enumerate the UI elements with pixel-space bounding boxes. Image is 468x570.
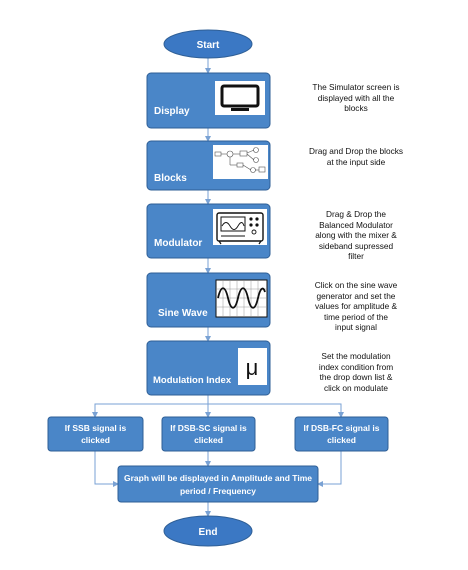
note-display-line: blocks [344, 103, 368, 114]
arrow-ssb-graph [94, 451, 119, 487]
mu-glyph: μ [246, 355, 259, 380]
note-modulation-index: Set the modulation index condition from … [300, 351, 412, 393]
block-diagram-icon [213, 145, 268, 179]
connectors [92, 58, 344, 517]
modulation-index-label: Modulation Index [153, 375, 232, 386]
start-label: Start [197, 40, 220, 51]
end-node: End [163, 515, 253, 547]
dsb-fc-label-line2: clicked [327, 435, 356, 445]
note-modulation-index-line: click on modulate [323, 382, 389, 393]
note-blocks-line: Drag and Drop the blocks [308, 146, 404, 156]
note-modulation-index-line: the drop down list & [319, 372, 393, 383]
sine-wave-icon [215, 279, 268, 318]
note-blocks: Drag and Drop the blocks at the input si… [300, 146, 412, 167]
note-modulator: Drag & Drop the Balanced Modulator along… [300, 209, 412, 262]
oscilloscope-icon [213, 209, 267, 245]
blocks-node: Blocks [146, 140, 271, 191]
graph-node: Graph will be displayed in Amplitude and… [117, 465, 319, 503]
sine-wave-node: Sine Wave [146, 272, 271, 328]
note-sine-wave: Click on the sine wave generator and set… [300, 280, 412, 333]
sine-wave-label: Sine Wave [158, 308, 208, 319]
monitor-icon [215, 81, 265, 115]
note-modulator-line: along with the mixer & [315, 230, 397, 241]
note-modulator-line: Drag & Drop the [326, 209, 386, 219]
note-modulation-index-line: Set the modulation [321, 351, 391, 361]
blocks-label: Blocks [154, 173, 187, 184]
note-sine-wave-line: time period of the [323, 311, 389, 322]
note-modulator-line: filter [348, 251, 364, 262]
ssb-label-line1: If SSB signal is [65, 423, 127, 433]
graph-label-line2: period / Frequency [180, 486, 256, 496]
dsb-fc-node: If DSB-FC signal is clicked [294, 416, 389, 452]
note-sine-wave-line: Click on the sine wave [314, 280, 398, 290]
dsb-sc-label-line2: clicked [194, 435, 223, 445]
note-sine-wave-line: values for amplitude & [314, 301, 398, 312]
dsb-fc-label-line1: If DSB-FC signal is [303, 423, 379, 433]
modulation-index-node: Modulation Index μ [146, 340, 271, 396]
note-sine-wave-line: generator and set the [316, 290, 396, 301]
note-display-line: The Simulator screen is [312, 82, 400, 92]
arrow-modindex-dsbfc [208, 403, 344, 418]
display-node: Display [146, 72, 271, 129]
note-modulator-line: Balanced Modulator [319, 219, 393, 230]
arrow-modindex-ssb [92, 403, 208, 418]
note-blocks-line: at the input side [326, 156, 386, 167]
graph-label-line1: Graph will be displayed in Amplitude and… [124, 473, 312, 483]
note-modulation-index-line: index condition from [318, 361, 394, 372]
arrow-dsbfc-graph [317, 451, 342, 487]
ssb-node: If SSB signal is clicked [47, 416, 144, 452]
ssb-label-line2: clicked [81, 435, 110, 445]
note-display-line: displayed with all the [317, 92, 395, 103]
end-label: End [199, 527, 218, 538]
dsb-sc-label-line1: If DSB-SC signal is [170, 423, 247, 433]
dsb-sc-node: If DSB-SC signal is clicked [161, 416, 256, 452]
mu-symbol-icon: μ [238, 348, 267, 385]
note-modulator-line: sideband supressed [318, 240, 394, 251]
display-label: Display [154, 106, 190, 117]
note-display: The Simulator screen is displayed with a… [300, 82, 412, 114]
note-sine-wave-line: input signal [335, 322, 377, 333]
modulator-label: Modulator [154, 238, 202, 249]
modulator-node: Modulator [146, 203, 271, 259]
start-node: Start [163, 29, 253, 59]
